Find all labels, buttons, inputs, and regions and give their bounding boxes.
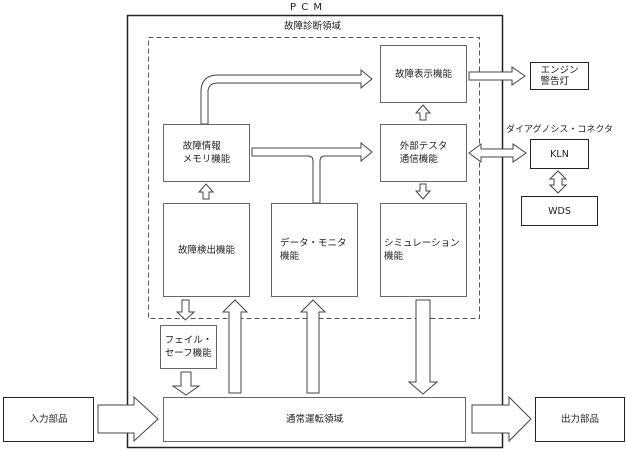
wds-block[interactable]: WDS <box>521 196 598 226</box>
arrow-kln-wds <box>548 170 568 194</box>
simulation-label: シミュレーション 機能 <box>384 238 460 262</box>
diagnostic-area-label: 故障診断領域 <box>284 21 342 32</box>
arrow-tester-kln <box>468 143 527 163</box>
data-monitor-block[interactable]: データ・モニタ 機能 <box>271 203 358 297</box>
arrow-input-to-normal <box>97 395 159 443</box>
external-tester-block[interactable]: 外部テスタ 通信機能 <box>380 124 467 182</box>
pcm-boundary <box>126 14 504 449</box>
external-tester-label: 外部テスタ 通信機能 <box>399 141 448 165</box>
arrow-normal-to-monitor <box>299 299 327 394</box>
kln-label: KLN <box>550 148 569 160</box>
normal-operation-label: 通常運転領域 <box>285 414 343 425</box>
kln-block[interactable]: KLN <box>530 139 589 169</box>
arrow-tester-to-simulation <box>414 183 432 200</box>
input-parts-label: 入力部品 <box>29 414 68 425</box>
fault-display-label: 故障表示機能 <box>394 68 452 80</box>
arrow-display-to-lamp <box>468 66 526 86</box>
engine-warning-lamp-label: エンジン 警告灯 <box>540 65 579 87</box>
arrow-tester-to-display <box>414 104 432 121</box>
fault-memory-label: 故障情報 メモリ機能 <box>182 141 231 165</box>
arrow-normal-to-output <box>471 395 532 443</box>
normal-operation-block[interactable]: 通常運転領域 <box>163 397 466 442</box>
fault-detection-label: 故障検出機能 <box>177 244 235 256</box>
wds-label: WDS <box>548 205 571 217</box>
pcm-title: P C M <box>290 2 323 13</box>
diag-connector-label: ダイアグノシス・コネクタ <box>506 125 614 135</box>
fault-detection-block[interactable]: 故障検出機能 <box>163 203 250 297</box>
fail-safe-label: フェイル・ セーフ機能 <box>164 335 213 359</box>
arrow-memory-to-tester <box>251 141 373 204</box>
output-parts-block[interactable]: 出力部品 <box>535 397 625 442</box>
fault-memory-block[interactable]: 故障情報 メモリ機能 <box>163 124 250 182</box>
fail-safe-block[interactable]: フェイル・ セーフ機能 <box>160 325 217 369</box>
engine-warning-lamp-block[interactable]: エンジン 警告灯 <box>530 62 589 90</box>
simulation-block[interactable]: シミュレーション 機能 <box>380 203 467 297</box>
arrow-detection-to-failsafe <box>175 299 196 321</box>
arrow-simulation-to-normal <box>407 299 439 395</box>
fault-display-block[interactable]: 故障表示機能 <box>380 45 467 103</box>
arrow-failsafe-to-normal <box>171 371 201 396</box>
data-monitor-label: データ・モニタ 機能 <box>280 238 347 262</box>
arrow-detection-to-memory <box>197 183 215 200</box>
input-parts-block[interactable]: 入力部品 <box>3 397 94 442</box>
arrow-memory-to-display <box>200 68 373 125</box>
arrow-normal-to-detection <box>221 299 249 394</box>
output-parts-label: 出力部品 <box>560 414 599 425</box>
